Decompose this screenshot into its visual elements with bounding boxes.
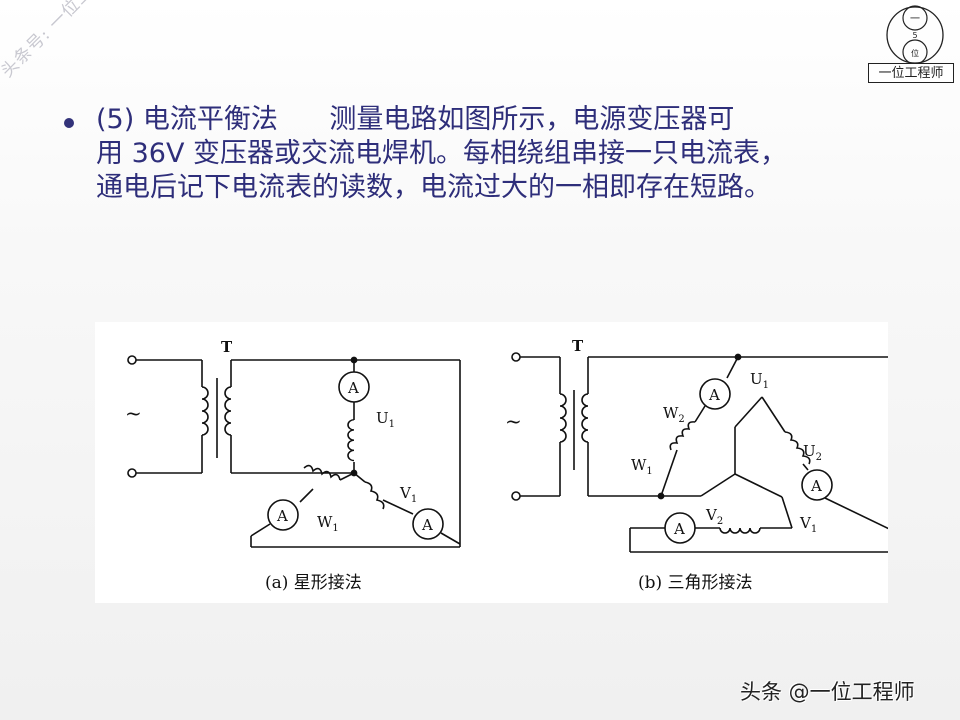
- circuit-diagrams: T ~ A A A U1 V1 W1: [125, 337, 888, 553]
- label-v1-b: V1: [799, 514, 817, 535]
- label-u2-b: U2: [803, 442, 822, 463]
- paragraph-line-3: 通电后记下电流表的读数，电流过大的一相即存在短路。: [96, 172, 771, 203]
- label-u1-b: U1: [750, 370, 769, 391]
- logo-top-char: 一: [910, 14, 920, 25]
- footer-watermark: 头条 @一位工程师: [740, 680, 915, 704]
- caption-a: (a) 星形接法: [265, 573, 362, 593]
- ammeter-v-b: A: [673, 520, 685, 538]
- bullet-paragraph: (5) 电流平衡法 测量电路如图所示，电源变压器可 用 36V 变压器或交流电焊…: [96, 103, 916, 205]
- watermark-text: 头条号: 一位工程师: [0, 0, 123, 82]
- label-w1-b: W1: [631, 456, 653, 477]
- label-w1-a: W1: [317, 513, 339, 534]
- diagram-b-delta: [511, 352, 888, 553]
- diagram-a-labels: T ~ A A A U1 V1 W1: [125, 338, 433, 534]
- ammeter-u-a: A: [347, 379, 359, 397]
- transformer-label-b: T: [572, 337, 584, 355]
- bullet-dot: [64, 118, 74, 128]
- label-w2-b: W2: [663, 404, 685, 425]
- label-v2-b: V2: [705, 506, 723, 527]
- ac-symbol-b: ~: [505, 409, 522, 433]
- ammeter-w-a: A: [276, 507, 288, 525]
- paragraph-line-1: (5) 电流平衡法 测量电路如图所示，电源变压器可: [96, 104, 735, 135]
- logo-middle-char: 5: [912, 31, 917, 40]
- ammeter-w-b: A: [708, 386, 720, 404]
- ac-symbol-a: ~: [125, 401, 142, 425]
- transformer-label-a: T: [221, 338, 233, 356]
- paragraph-line-2: 用 36V 变压器或交流电焊机。每相绕组串接一只电流表，: [96, 138, 787, 169]
- label-u1-a: U1: [376, 409, 395, 430]
- diagram-b-labels: T ~ A A A U1 U2 V1 V2 W1 W2: [505, 337, 822, 538]
- caption-b: (b) 三角形接法: [638, 573, 753, 593]
- label-v1-a: V1: [399, 484, 417, 505]
- circuit-figure: T ~ A A A U1 V1 W1: [95, 322, 888, 603]
- ammeter-u-b: A: [810, 477, 822, 495]
- logo-caption: 一位工程师: [868, 63, 954, 83]
- logo-bottom-char: 位: [911, 48, 919, 58]
- diagram-a-star: [127, 355, 461, 548]
- ammeter-v-a: A: [421, 516, 433, 534]
